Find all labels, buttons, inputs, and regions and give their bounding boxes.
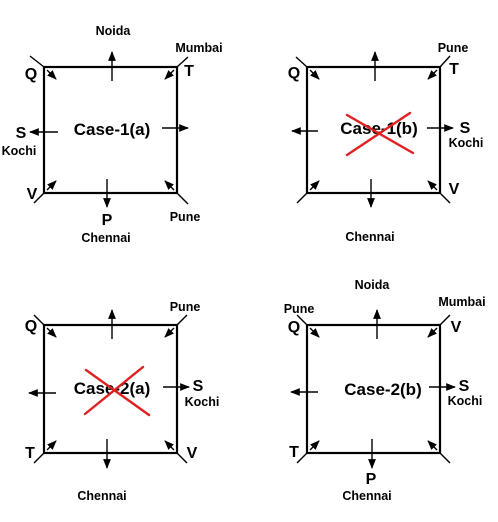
case-1a-arrow-bl [46,180,57,191]
case-2a-top-right-label: Pune [170,300,201,314]
case-1a-left-letter: S [16,125,27,142]
case-1b-corner-br-line [439,192,451,204]
case-1a-left-city: Kochi [2,144,37,158]
case-2a-right-letter: S [193,378,204,395]
case-1a-bottom-city: Chennai [81,231,130,245]
case-1b-panel: Case-1(b) Pune Q T S Kochi V Chennai [288,41,484,244]
case-2a-corner-tr-line [176,314,188,326]
case-1b-arrow-bl [309,180,320,191]
case-1a-corner-br-line [176,192,189,205]
case-1a-corner-tr: T [184,63,194,80]
case-1a-top-label: Noida [96,24,132,38]
case-1b-right-city: Kochi [449,136,484,150]
case-2b-arrow-tl [309,327,320,338]
case-2a-right-city: Kochi [185,395,220,409]
case-1b-corner-tl-line [295,56,308,68]
case-2a-arrow-tr [164,327,175,338]
case-1a-corner-tl: Q [25,66,37,83]
case-1a-corner-bl: V [27,186,38,203]
case-2a-cross-line-2 [83,365,145,416]
case-2b-top-left-label: Pune [284,302,315,316]
case-2b-title: Case-2(b) [344,380,421,399]
case-2b-arrow-bl [309,440,320,451]
case-2a-corner-br: V [187,445,198,462]
case-1b-corner-br: V [449,181,460,198]
case-2a-corner-tl-line [33,314,45,326]
case-1a-panel: Case-1(a) Noida Mumbai Q T S Kochi V P C… [2,24,223,245]
case-2b-corner-bl: T [289,444,299,461]
case-1a-arrow-tl [46,69,57,80]
case-1b-title: Case-1(b) [340,119,417,138]
case-2a-table [42,323,179,455]
case-1b-arrow-tl [309,69,320,80]
case-2b-right-letter: S [459,378,470,395]
case-2b-top-right-label: Mumbai [438,295,485,309]
case-2b-corner-tl-line [296,314,308,326]
case-1b-corner-tr-line [439,55,451,68]
case-2a-corner-tl: Q [25,318,37,335]
case-1b-table [305,65,442,195]
case-1a-bottom-letter: P [102,212,113,229]
case-1a-arrow-tr [164,69,175,80]
case-2b-corner-br-line [439,452,451,464]
case-2a-bottom-city: Chennai [77,489,126,503]
case-2a-corner-bl-line [33,452,45,464]
case-1a-top-right-label: Mumbai [175,41,222,55]
case-1a-corner-bl-line [33,192,45,204]
case-2b-arrow-br [427,440,438,451]
case-1b-bottom-city: Chennai [345,230,394,244]
case-2b-table [305,323,442,455]
case-1a-table [42,65,179,195]
case-1b-cross-line-2 [345,111,412,157]
case-2b-corner-bl-line [296,452,308,464]
case-2b-bottom-city: Chennai [342,489,391,503]
case-2b-arrow-tr [427,327,438,338]
case-2a-panel: Case-2(a) Pune Q S Kochi T V Chennai [25,300,220,503]
case-2a-arrow-br [164,440,175,451]
case-2a-arrow-tl [46,327,57,338]
case-1a-corner-tr-line [176,56,189,68]
case-2b-corner-tl: Q [288,319,300,336]
case-2b-bottom-letter: P [366,471,377,488]
case-1b-top-right-label: Pune [438,41,469,55]
case-1a-bottom-right-label: Pune [170,210,201,224]
case-2a-arrow-bl [46,440,57,451]
case-2b-corner-tr: V [451,319,462,336]
case-1b-corner-tr: T [449,61,459,78]
case-1b-arrow-tr [427,69,438,80]
case-1b-corner-tl: Q [288,65,300,82]
case-1a-corner-tl-line [29,55,45,68]
case-1b-right-letter: S [460,120,471,137]
case-2a-cross-line-1 [84,368,151,417]
case-2a-corner-br-line [176,452,188,464]
case-2a-corner-bl: T [25,445,35,462]
case-2b-panel: Case-2(b) Noida Pune Mumbai Q V S Kochi … [284,278,486,503]
case-2b-top-label: Noida [355,278,391,292]
case-2b-corner-tr-line [439,314,451,326]
case-1a-arrow-br [164,180,175,191]
case-1b-arrow-br [427,180,438,191]
case-1a-title: Case-1(a) [74,120,151,139]
case-2b-right-city: Kochi [448,394,483,408]
case-1b-corner-bl-line [296,192,308,204]
